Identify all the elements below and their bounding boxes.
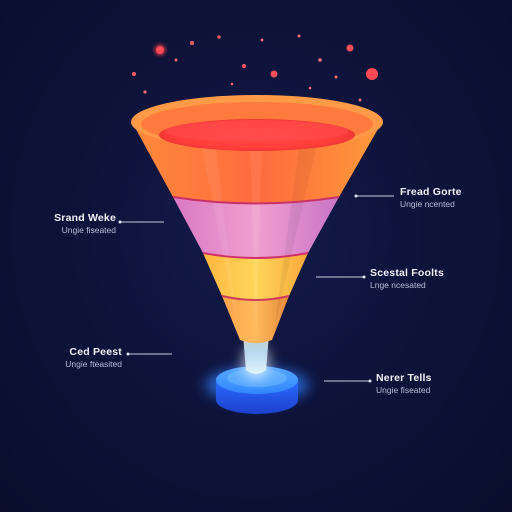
particle-dot [143, 90, 147, 94]
stage-title: Scestal Foolts [370, 267, 444, 279]
connector-lines [118, 194, 394, 383]
band-divider [221, 295, 290, 301]
stage-label-2: Srand Weke Ungie fiseated [30, 212, 116, 235]
connector-dot [354, 194, 358, 198]
particle-dot [358, 98, 362, 102]
funnel-stage-3 [203, 253, 308, 300]
funnel-body [131, 95, 383, 343]
stage-subtitle: Ungie ncented [400, 199, 455, 209]
particle-dot [174, 58, 178, 62]
stage-label-3: Scestal Foolts Lnge ncesated [370, 267, 444, 290]
particle-dot [242, 64, 246, 68]
funnel-stage-4 [222, 296, 289, 343]
connector-dot [118, 220, 122, 224]
particles [132, 34, 378, 102]
band-divider [172, 196, 340, 205]
particle-dot [297, 34, 301, 38]
stage-subtitle: Lnge ncesated [370, 280, 426, 290]
puck-top [216, 366, 298, 394]
connector-dot [362, 275, 366, 279]
particle-dot [346, 44, 354, 52]
base-puck [205, 366, 309, 414]
particle-dot [260, 38, 264, 42]
stage-title: Fread Gorte [400, 186, 462, 198]
particle-dot [308, 86, 312, 90]
particle-dot [217, 35, 221, 39]
stage-title: Ced Peest [69, 346, 122, 358]
stage-subtitle: Ungie fiseated [61, 225, 116, 235]
stage-title: Nerer Tells [376, 372, 432, 384]
particle-dot [334, 75, 338, 79]
particle-dot [156, 46, 164, 54]
particle-dot [270, 70, 278, 78]
stage-label-5: Nerer Tells Ungie fiseated [376, 372, 432, 395]
stage-title: Srand Weke [54, 212, 116, 224]
particle-dot [190, 41, 194, 45]
particle-dot [230, 82, 234, 86]
particle-dot [318, 58, 322, 62]
particle-dot [132, 72, 136, 76]
connector-dot [126, 352, 130, 356]
stage-subtitle: Ungie fteasited [65, 359, 122, 369]
connector-dot [368, 379, 372, 383]
stage-label-4: Ced Peest Ungie fteasited [30, 346, 122, 369]
stage-label-1: Fread Gorte Ungie ncented [400, 186, 462, 209]
funnel-stage-2 [173, 197, 339, 258]
stage-subtitle: Ungie fiseated [376, 385, 431, 395]
band-divider [202, 252, 309, 259]
particle-dot [366, 68, 378, 80]
